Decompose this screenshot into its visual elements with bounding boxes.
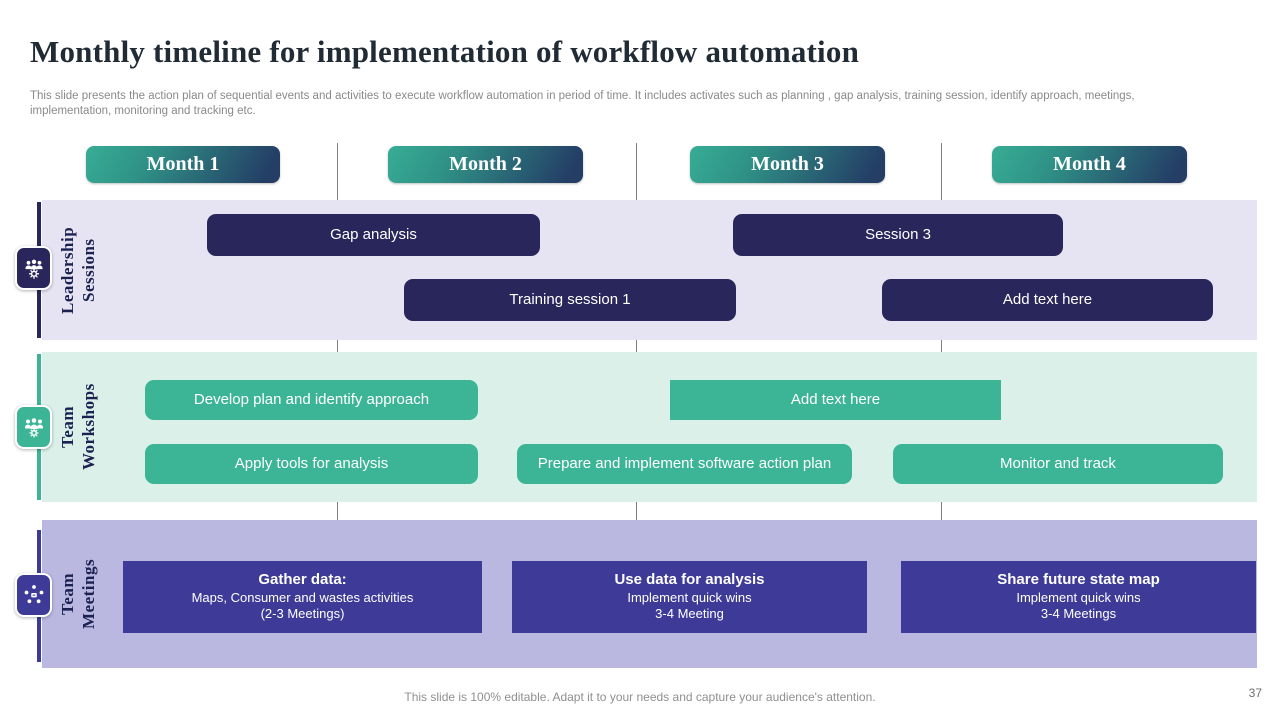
bar-subtext: (2-3 Meetings)	[260, 606, 345, 622]
timeline-bar-gather-data: Gather data:Maps, Consumer and wastes ac…	[123, 561, 482, 633]
leadership-sessions-icon	[15, 246, 52, 290]
team-workshops-icon	[15, 405, 52, 449]
bar-subtext: 3-4 Meetings	[1040, 606, 1117, 622]
month-header-month-4: Month 4	[992, 146, 1187, 183]
footer-note: This slide is 100% editable. Adapt it to…	[404, 690, 876, 704]
bar-title: Gather data:	[258, 571, 347, 589]
row-label-team-meetings: Team Meetings	[57, 558, 98, 630]
month-header-month-2: Month 2	[388, 146, 583, 183]
team-meetings-icon	[15, 573, 52, 617]
timeline-bar-monitor-and-track: Monitor and track	[893, 444, 1223, 484]
timeline-bar-develop-plan-and-identify-approach: Develop plan and identify approach	[145, 380, 478, 420]
bar-subtext: 3-4 Meeting	[655, 606, 724, 622]
row-label-leadership-sessions: Leadership Sessions	[57, 226, 98, 314]
timeline-bar-session-3: Session 3	[733, 214, 1063, 256]
timeline-bar-add-text-here: Add text here	[670, 380, 1001, 420]
bar-subtext: Implement quick wins	[627, 590, 752, 606]
slide-title: Monthly timeline for implementation of w…	[30, 34, 860, 69]
timeline-bar-prepare-and-implement-software-action-plan: Prepare and implement software action pl…	[517, 444, 852, 484]
bar-title: Share future state map	[997, 571, 1160, 589]
timeline-bar-add-text-here: Add text here	[882, 279, 1213, 321]
month-header-month-3: Month 3	[690, 146, 885, 183]
row-label-team-workshops: Team Workshops	[57, 383, 98, 471]
bar-subtext: Maps, Consumer and wastes activities	[191, 590, 414, 606]
page-number: 37	[1248, 686, 1262, 700]
timeline-bar-gap-analysis: Gap analysis	[207, 214, 540, 256]
slide-subtitle: This slide presents the action plan of s…	[30, 90, 1135, 118]
timeline-bar-apply-tools-for-analysis: Apply tools for analysis	[145, 444, 478, 484]
timeline-bar-training-session-1: Training session 1	[404, 279, 736, 321]
bar-title: Use data for analysis	[614, 571, 765, 589]
month-header-month-1: Month 1	[86, 146, 280, 183]
bar-subtext: Implement quick wins	[1016, 590, 1141, 606]
